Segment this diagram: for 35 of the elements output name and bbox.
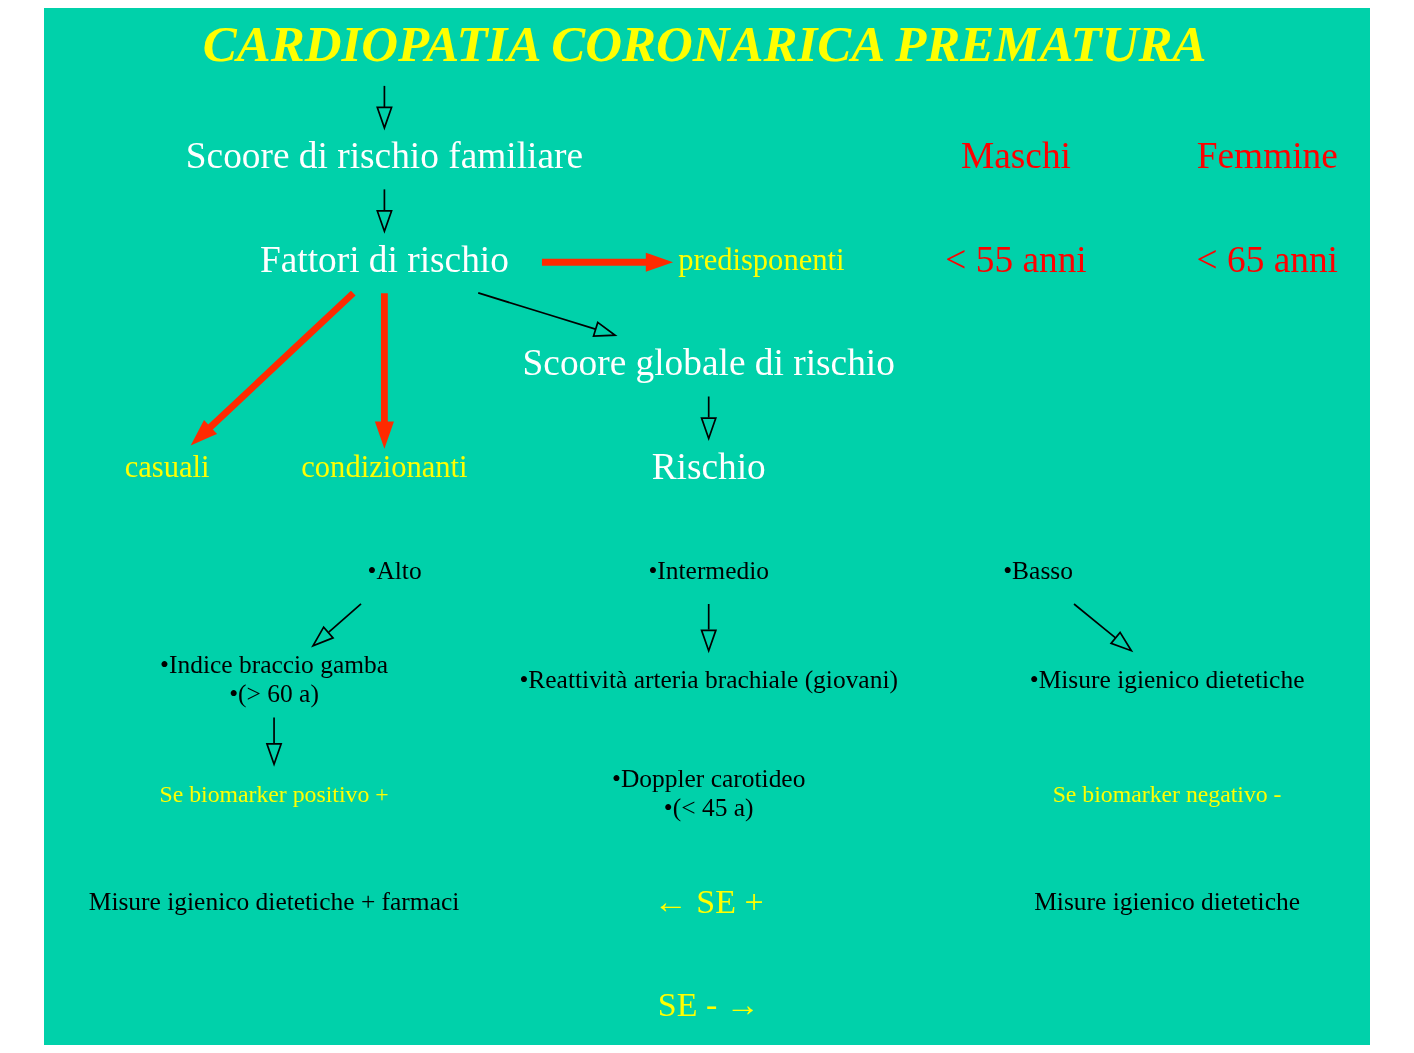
node-text: •Intermedio bbox=[648, 555, 769, 585]
node-text: Rischio bbox=[651, 445, 766, 487]
label: < 55 anni bbox=[945, 238, 1087, 280]
node-text: casuali bbox=[124, 449, 210, 484]
node-text: •Misure igienico dietetiche bbox=[1029, 664, 1305, 694]
node-text: •Indice braccio gamba •(> 60 a) bbox=[160, 650, 389, 708]
arrow bbox=[1073, 603, 1134, 653]
arrow bbox=[376, 85, 393, 131]
node-text: •Basso bbox=[1003, 555, 1073, 585]
node-text: Scoore globale di rischio bbox=[522, 342, 895, 384]
label: Femmine bbox=[1196, 135, 1338, 177]
label: SE - → bbox=[657, 986, 760, 1024]
arrow bbox=[477, 292, 618, 337]
arrow bbox=[700, 603, 718, 654]
arrow bbox=[265, 716, 283, 767]
label: < 65 anni bbox=[1196, 238, 1338, 280]
arrow bbox=[700, 395, 718, 441]
node-text: Fattori di rischio bbox=[259, 238, 509, 280]
node-text: Scoore di rischio familiare bbox=[185, 135, 583, 177]
node-text: •Reattività arteria brachiale (giovani) bbox=[519, 664, 898, 694]
diagram-title: CARDIOPATIA CORONARICA PREMATURA bbox=[202, 15, 1207, 72]
node-text: predisponenti bbox=[678, 242, 845, 277]
node-text: •Alto bbox=[367, 555, 422, 585]
node-text: Se biomarker positivo + bbox=[159, 780, 389, 807]
arrow bbox=[376, 188, 393, 234]
node-text: Se biomarker negativo - bbox=[1052, 780, 1282, 807]
node-text: Misure igienico dietetiche + farmaci bbox=[88, 886, 460, 916]
node-text: •Doppler carotideo •(< 45 a) bbox=[612, 763, 806, 822]
label: ← SE + bbox=[653, 882, 764, 920]
arrow bbox=[311, 603, 362, 648]
arrow bbox=[541, 252, 674, 272]
label: Maschi bbox=[961, 135, 1071, 177]
arrow bbox=[190, 290, 356, 446]
node-text: Misure igienico dietetiche bbox=[1034, 886, 1300, 916]
node-text: condizionanti bbox=[301, 449, 468, 484]
